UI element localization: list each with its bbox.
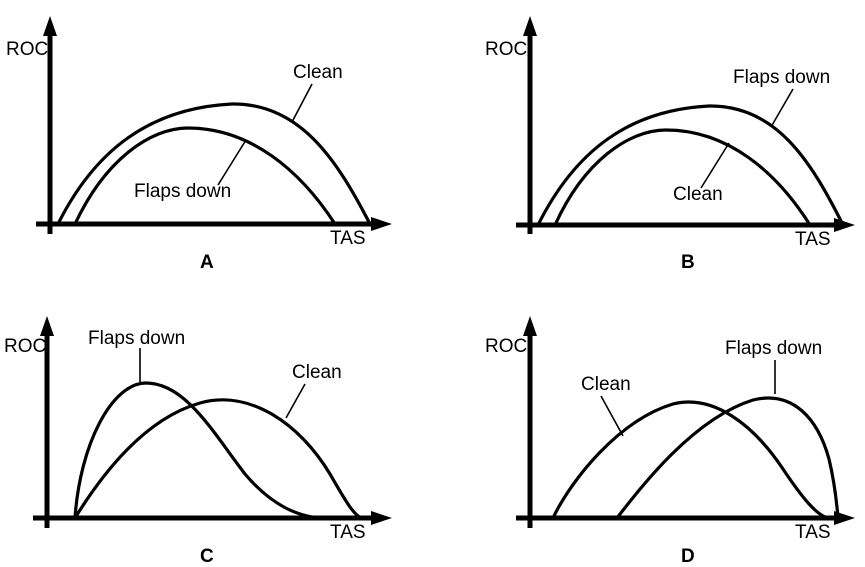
- y-axis-label: ROC: [485, 336, 527, 357]
- x-axis-label: TAS: [330, 228, 366, 249]
- curve-flaps-down: [536, 104, 845, 227]
- y-axis-label: ROC: [6, 39, 48, 60]
- curve-clean: [56, 102, 372, 226]
- panel-c: ROC TAS Flaps down Clean C: [0, 284, 432, 567]
- x-axis-arrowhead: [371, 511, 392, 525]
- curve-flaps-down: [615, 396, 840, 520]
- flaps-down-label: Flaps down: [733, 67, 830, 88]
- clean-label: Clean: [292, 362, 342, 383]
- clean-label: Clean: [293, 62, 343, 83]
- panel-letter-c: C: [200, 546, 214, 567]
- clean-label: Clean: [673, 184, 723, 205]
- flaps-down-leader-line: [770, 88, 794, 128]
- clean-leader-line: [700, 142, 730, 189]
- axes-b: [516, 16, 855, 234]
- y-axis-arrowhead: [523, 16, 537, 36]
- axes-c: [33, 316, 392, 528]
- flaps-down-label: Flaps down: [88, 328, 185, 349]
- panel-letter-d: D: [681, 546, 695, 567]
- panel-letter-a: A: [200, 252, 214, 273]
- curve-flaps-down: [73, 126, 337, 226]
- panel-a: ROC TAS Clean Flaps down A: [0, 0, 432, 283]
- clean-leader-line: [285, 383, 306, 419]
- y-axis-arrowhead: [523, 316, 537, 336]
- axes-a: [36, 16, 392, 234]
- curve-clean: [553, 128, 812, 227]
- curve-clean: [73, 398, 365, 520]
- clean-label: Clean: [581, 374, 631, 395]
- x-axis-label: TAS: [795, 522, 831, 543]
- y-axis-arrowhead: [40, 316, 54, 336]
- curve-flaps-down: [73, 381, 327, 520]
- clean-leader-line: [600, 395, 624, 437]
- x-axis-label: TAS: [330, 522, 366, 543]
- clean-leader-line: [291, 83, 313, 123]
- y-axis-arrowhead: [43, 16, 57, 36]
- flaps-down-label: Flaps down: [134, 181, 231, 202]
- y-axis-label: ROC: [4, 336, 46, 357]
- curve-clean: [551, 400, 832, 520]
- panel-b: ROC TAS Flaps down Clean B: [433, 0, 865, 283]
- flaps-down-leader-line: [217, 139, 247, 186]
- panel-letter-b: B: [681, 252, 695, 273]
- panel-d: ROC TAS Clean Flaps down D: [433, 284, 865, 567]
- x-axis-label: TAS: [795, 229, 831, 250]
- y-axis-label: ROC: [485, 39, 527, 60]
- x-axis-arrowhead: [371, 217, 392, 231]
- flaps-down-label: Flaps down: [725, 338, 822, 359]
